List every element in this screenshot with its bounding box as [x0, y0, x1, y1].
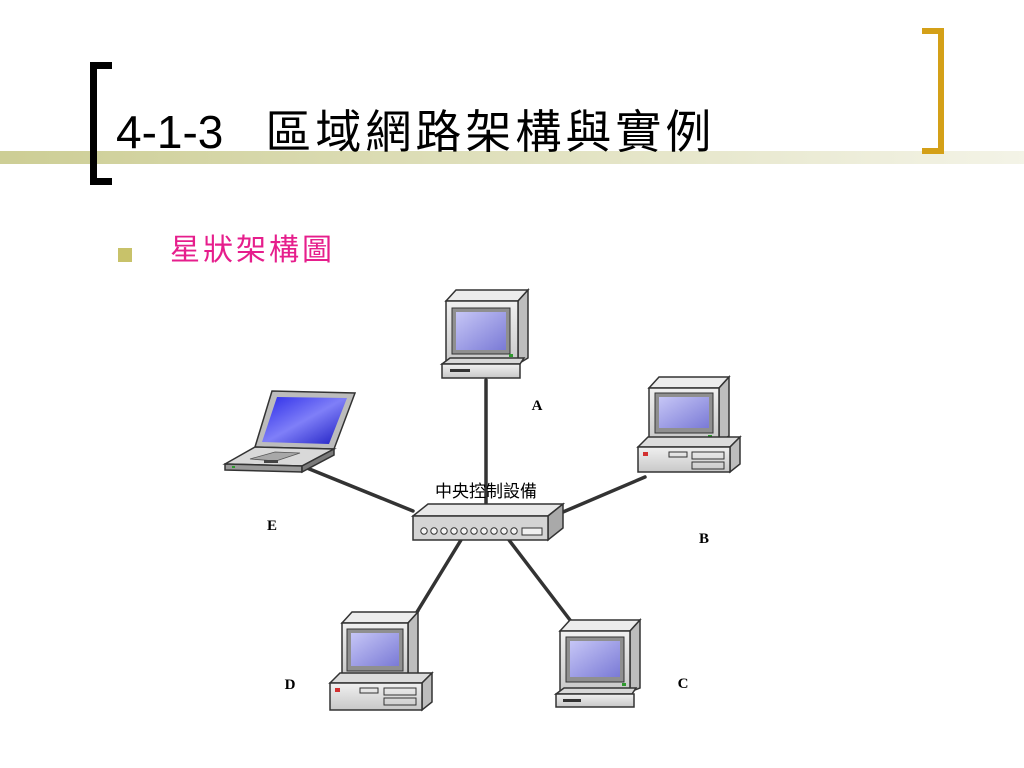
node-a-label: A: [532, 398, 543, 414]
link-hub-b: [561, 475, 647, 514]
node-c-label: C: [678, 676, 689, 692]
node-d-computer-icon: [328, 610, 434, 712]
connection-lines: [300, 378, 647, 622]
node-b-label: B: [699, 531, 709, 547]
node-d-label: D: [285, 677, 296, 693]
node-b-computer-icon: [636, 375, 742, 474]
title-number: 4-1-3: [116, 106, 224, 158]
title-text: 區域網路架構與實例: [265, 105, 716, 159]
bullet-square-icon: [118, 248, 132, 262]
hub-label: 中央控制設備: [435, 482, 537, 502]
central-hub-switch-icon: [410, 502, 566, 542]
node-a-computer-icon: [439, 288, 530, 379]
title-right-bracket: [922, 28, 944, 154]
slide-title: 4-1-3 區域網路架構與實例: [116, 97, 715, 167]
title-left-bracket: [90, 62, 112, 185]
link-hub-c: [507, 538, 572, 622]
link-hub-e: [300, 464, 415, 513]
title-underline-bar: [0, 151, 1024, 164]
bullet-star-topology: 星狀架構圖: [170, 233, 335, 268]
link-hub-d: [415, 538, 463, 614]
node-e-laptop-icon: [222, 390, 357, 474]
node-c-computer-icon: [553, 618, 642, 708]
node-e-label: E: [267, 518, 277, 534]
